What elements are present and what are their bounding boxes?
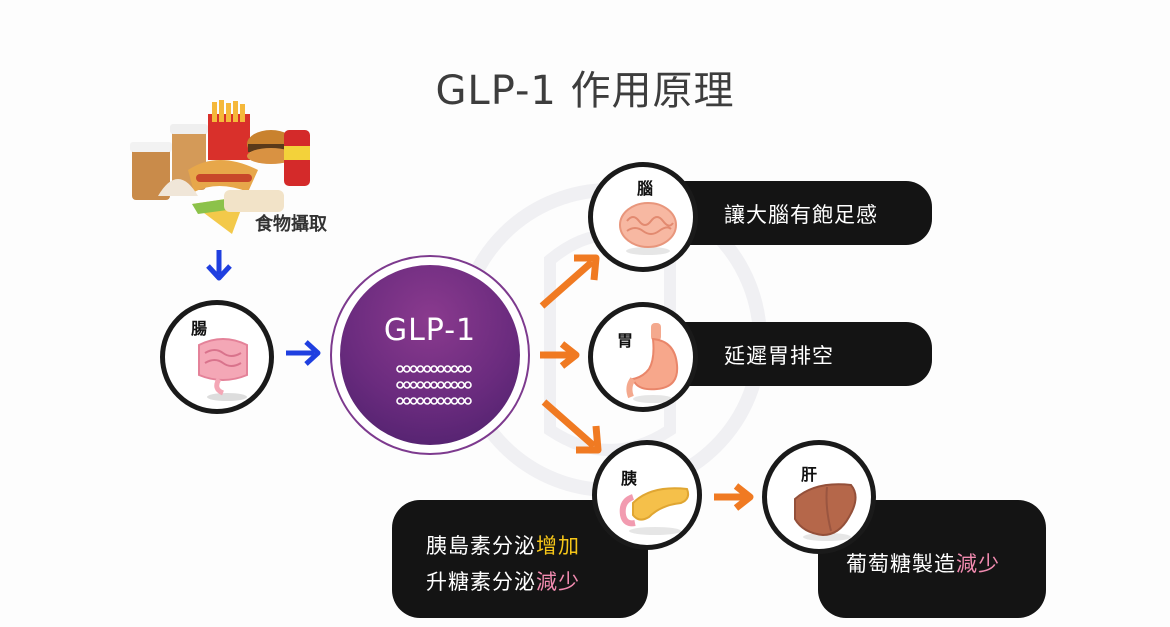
- peptide-bead: [409, 381, 418, 389]
- liver-icon: [794, 483, 857, 541]
- brain-label: 腦: [637, 179, 654, 198]
- peptide-bead: [436, 365, 445, 373]
- pancreas-circle: 胰: [592, 440, 702, 550]
- brain-circle: 腦: [588, 162, 698, 272]
- glp1-core: GLP-1: [340, 265, 520, 445]
- stomach-circle: 胃: [588, 302, 698, 412]
- pancreas-icon: [619, 487, 690, 535]
- intestine-icon: [198, 338, 248, 401]
- arrow-to-pancreas: [541, 399, 602, 454]
- stomach-effect-pill: 延遲胃排空: [660, 322, 932, 386]
- brain-effect-text: 讓大腦有飽足感: [724, 203, 878, 227]
- peptide-chain-icon: [396, 365, 472, 405]
- arrow-to-liver: [714, 483, 754, 511]
- peptide-bead: [457, 365, 465, 373]
- insulin-increase-text: 增加: [536, 534, 580, 558]
- pancreas-effect-line2: 升糖素分泌減少: [426, 566, 580, 596]
- peptide-bead: [443, 381, 452, 389]
- peptide-bead: [403, 365, 411, 373]
- arrow-to-stomach: [540, 341, 580, 369]
- peptide-bead: [450, 365, 459, 373]
- brain-effect-pill: 讓大腦有飽足感: [660, 181, 932, 245]
- peptide-bead: [416, 381, 425, 389]
- glucagon-decrease-text: 減少: [536, 570, 580, 594]
- food-illustration: [130, 100, 310, 234]
- peptide-bead: [396, 365, 404, 373]
- liver-circle: 肝: [762, 440, 876, 554]
- glucagon-text: 升糖素分泌: [426, 570, 536, 594]
- peptide-bead: [430, 365, 438, 373]
- peptide-bead: [430, 381, 438, 389]
- peptide-bead: [396, 397, 404, 405]
- peptide-bead: [436, 397, 445, 405]
- peptide-bead: [464, 397, 472, 405]
- glucose-decrease-text: 減少: [956, 552, 1000, 576]
- pancreas-label: 胰: [621, 469, 638, 488]
- brain-icon: [619, 202, 677, 255]
- peptide-bead: [443, 365, 452, 373]
- peptide-bead: [423, 397, 432, 405]
- intestine-label: 腸: [191, 319, 208, 338]
- intestine-circle: 腸: [160, 300, 274, 414]
- arrow-to-brain: [539, 254, 600, 309]
- peptide-bead: [423, 365, 432, 373]
- peptide-bead: [409, 397, 418, 405]
- peptide-bead: [396, 381, 404, 389]
- food-intake-label: 食物攝取: [255, 214, 327, 235]
- insulin-text: 胰島素分泌: [426, 534, 536, 558]
- peptide-bead: [416, 397, 425, 405]
- pancreas-effect-pill: 胰島素分泌增加 升糖素分泌減少: [392, 500, 648, 618]
- stomach-effect-text: 延遲胃排空: [724, 344, 834, 368]
- glp1-label: GLP-1: [383, 313, 477, 348]
- glp1-node: GLP-1: [330, 255, 530, 455]
- liver-label: 肝: [801, 465, 818, 484]
- peptide-bead: [457, 397, 465, 405]
- down-arrow: [206, 250, 232, 281]
- page-title: GLP-1 作用原理: [435, 68, 735, 114]
- liver-effect-text: 葡萄糖製造減少: [846, 548, 1000, 578]
- peptide-bead: [450, 381, 459, 389]
- pancreas-effect-line1: 胰島素分泌增加: [426, 530, 580, 560]
- peptide-bead: [450, 397, 459, 405]
- glucose-production-text: 葡萄糖製造: [846, 552, 956, 576]
- peptide-bead: [409, 365, 418, 373]
- peptide-bead: [464, 381, 472, 389]
- peptide-bead: [443, 397, 452, 405]
- peptide-bead: [436, 381, 445, 389]
- peptide-bead: [423, 381, 432, 389]
- peptide-bead: [403, 381, 411, 389]
- peptide-bead: [457, 381, 465, 389]
- peptide-bead: [430, 397, 438, 405]
- right-arrow: [286, 340, 321, 366]
- peptide-bead: [403, 397, 411, 405]
- peptide-bead: [416, 365, 425, 373]
- stomach-label: 胃: [617, 331, 634, 350]
- peptide-bead: [464, 365, 472, 373]
- stomach-icon: [626, 323, 679, 403]
